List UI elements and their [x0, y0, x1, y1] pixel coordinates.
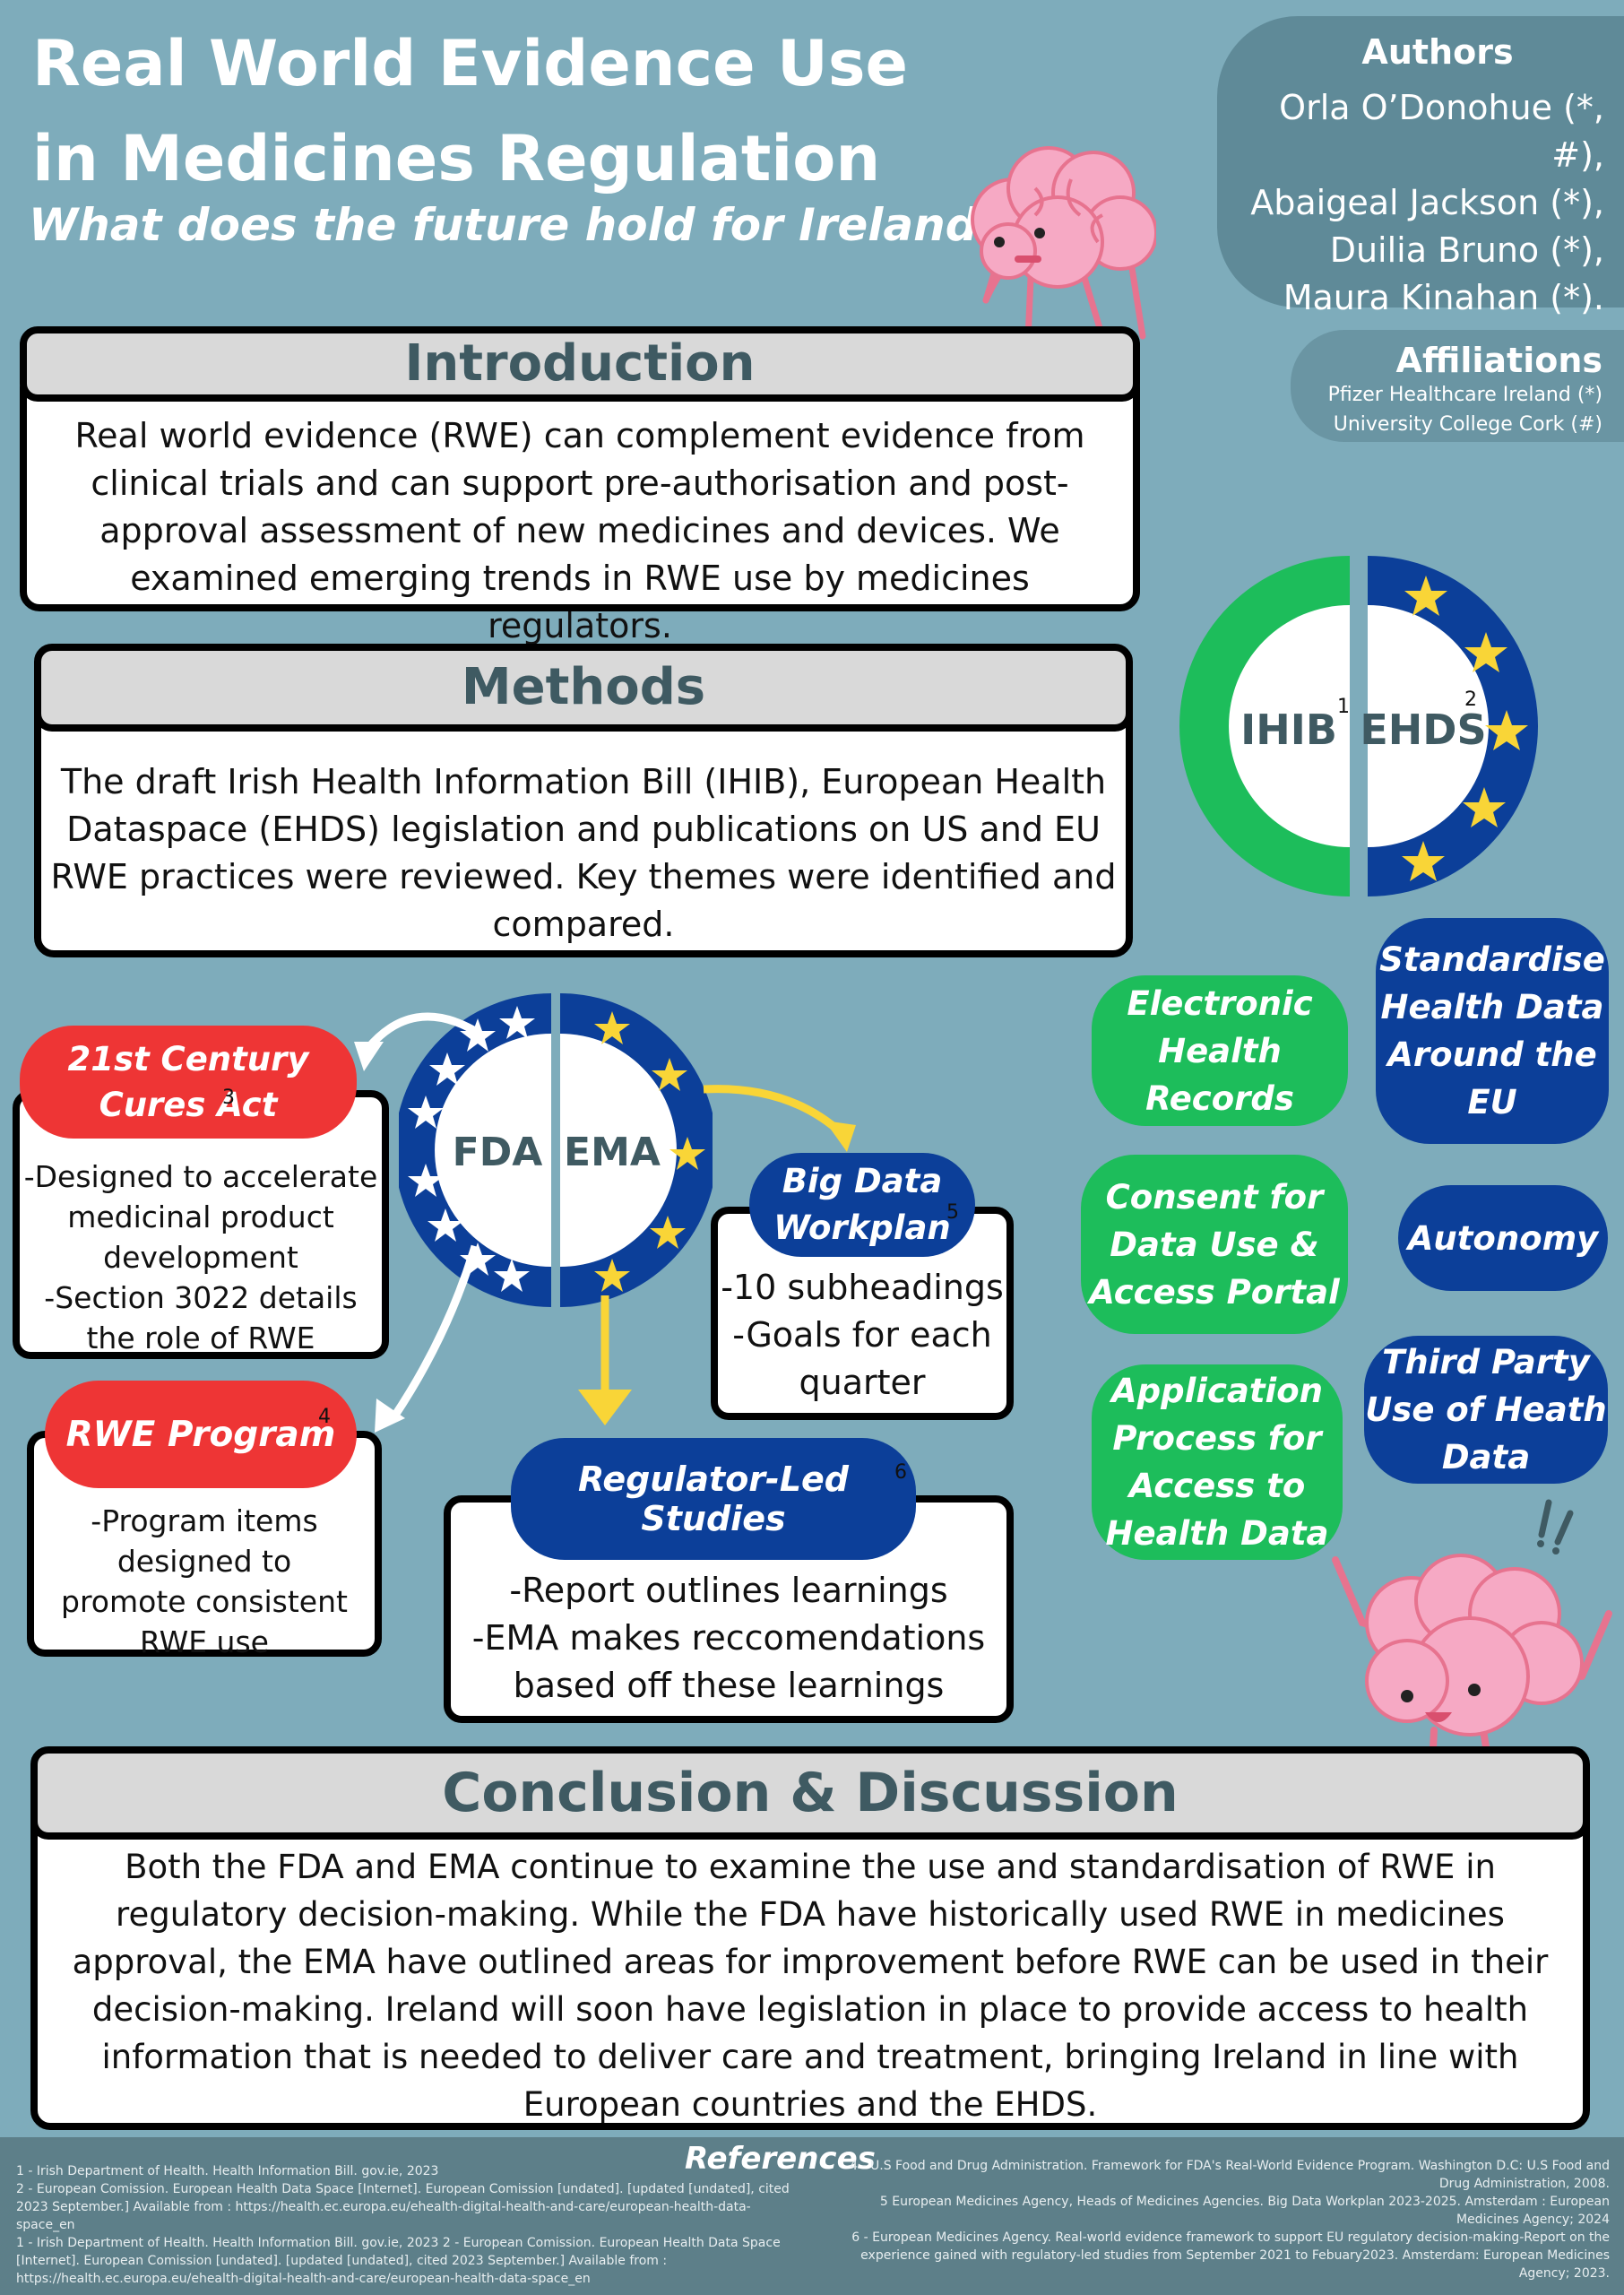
arrow-to-big-data	[703, 1085, 846, 1138]
regulator-led-box: -Report outlines learnings -EMA makes re…	[444, 1495, 1014, 1723]
big-data-line: -Goals for each quarter	[732, 1315, 992, 1402]
authors-box: Authors Orla O’Donohue (*, #), Abaigeal …	[1217, 16, 1624, 317]
author-name: Maura Kinahan (*).	[1283, 278, 1604, 317]
poster-subtitle: What does the future hold for Ireland?	[29, 199, 1004, 251]
big-data-ref: 5	[946, 1201, 959, 1224]
reference-item: 1 - Irish Department of Health. Health I…	[16, 2236, 781, 2286]
conclusion-text: Both the FDA and EMA continue to examine…	[72, 1848, 1549, 2124]
methods-text: The draft Irish Health Information Bill …	[50, 762, 1117, 944]
reference-item: 2 - European Comission. European Health …	[16, 2182, 790, 2232]
cures-act-line: -Designed to accelerate medicinal produc…	[23, 1159, 378, 1275]
fda-ema-emblem: FDA EMA	[399, 993, 713, 1307]
big-data-title: Big Data Workplan	[749, 1153, 975, 1257]
affiliations-heading: Affiliations	[1395, 341, 1602, 380]
reference-item: 4 - U.S Food and Drug Administration. Fr…	[850, 2159, 1610, 2191]
ema-label: EMA	[564, 1130, 661, 1175]
cures-act-ref: 3	[222, 1087, 235, 1109]
regulator-led-ref: 6	[894, 1461, 907, 1484]
ihib-label: IHIB	[1240, 706, 1337, 754]
conclusion-heading: Conclusion & Discussion	[30, 1746, 1590, 1840]
regulator-led-line: -EMA makes reccomendations based off the…	[471, 1618, 986, 1705]
big-data-box: -10 subheadings -Goals for each quarter	[711, 1207, 1014, 1420]
ihib-ref: 1	[1337, 696, 1350, 718]
reference-item: 5 European Medicines Agency, Heads of Me…	[879, 2195, 1610, 2227]
rwe-program-line: -Program items designed to promote consi…	[61, 1503, 348, 1659]
cures-act-line: -Section 3022 details the role of RWE	[44, 1280, 358, 1355]
theme-standardise-health-data: Standardise Health Data Around the EU	[1376, 918, 1609, 1144]
rwe-program-ref: 4	[318, 1406, 331, 1428]
regulator-led-line: -Report outlines learnings	[509, 1571, 948, 1610]
theme-third-party-use: Third Party Use of Heath Data	[1364, 1336, 1608, 1484]
flow-arrows	[354, 1012, 856, 1433]
introduction-panel: Real world evidence (RWE) can complement…	[20, 368, 1140, 645]
cures-act-title: 21st Century Cures Act	[20, 1026, 357, 1139]
reference-item: 1 - Irish Department of Health. Health I…	[16, 2164, 439, 2178]
author-name: Duilia Bruno (*),	[1329, 230, 1604, 270]
rwe-program-title: RWE Program	[45, 1381, 357, 1488]
affiliation-item: Pfizer Healthcare Ireland (*)	[1327, 384, 1602, 406]
author-name: Abaigeal Jackson (*),	[1250, 183, 1604, 222]
theme-application-process: Application Process for Access to Health…	[1092, 1364, 1343, 1560]
author-name: Orla O’Donohue (*, #),	[1279, 88, 1604, 175]
theme-electronic-health-records: Electronic Health Records	[1092, 975, 1348, 1126]
reference-item: 6 - European Medicines Agency. Real-worl…	[851, 2230, 1610, 2281]
theme-consent-portal: Consent for Data Use & Access Portal	[1081, 1155, 1348, 1334]
affiliation-item: University College Cork (#)	[1333, 413, 1602, 436]
authors-heading: Authors	[1361, 32, 1514, 72]
introduction-heading: Introduction	[20, 326, 1140, 402]
introduction-text: Real world evidence (RWE) can complement…	[74, 416, 1085, 645]
conclusion-panel: Both the FDA and EMA continue to examine…	[30, 1789, 1590, 2130]
big-data-line: -10 subheadings	[721, 1268, 1004, 1307]
regulator-led-title: Regulator-Led Studies	[511, 1438, 916, 1560]
ehds-label: EHDS	[1360, 706, 1486, 754]
methods-heading: Methods	[34, 644, 1133, 732]
fda-label: FDA	[453, 1130, 543, 1175]
references-footer: References 1 - Irish Department of Healt…	[0, 2137, 1624, 2295]
ehds-ref: 2	[1464, 688, 1477, 711]
affiliations-box: Affiliations Pfizer Healthcare Ireland (…	[1291, 330, 1624, 442]
references-heading: References	[685, 2141, 876, 2177]
theme-autonomy: Autonomy	[1398, 1185, 1608, 1291]
ihib-ehds-emblem: IHIB EHDS 1 2	[1179, 556, 1538, 896]
arrow-to-rwe-program	[391, 1244, 479, 1419]
arrow-to-cures-act	[364, 1012, 478, 1052]
poster-title: Real World Evidence Use in Medicines Reg…	[32, 27, 908, 195]
methods-panel: The draft Irish Health Information Bill …	[34, 688, 1133, 957]
